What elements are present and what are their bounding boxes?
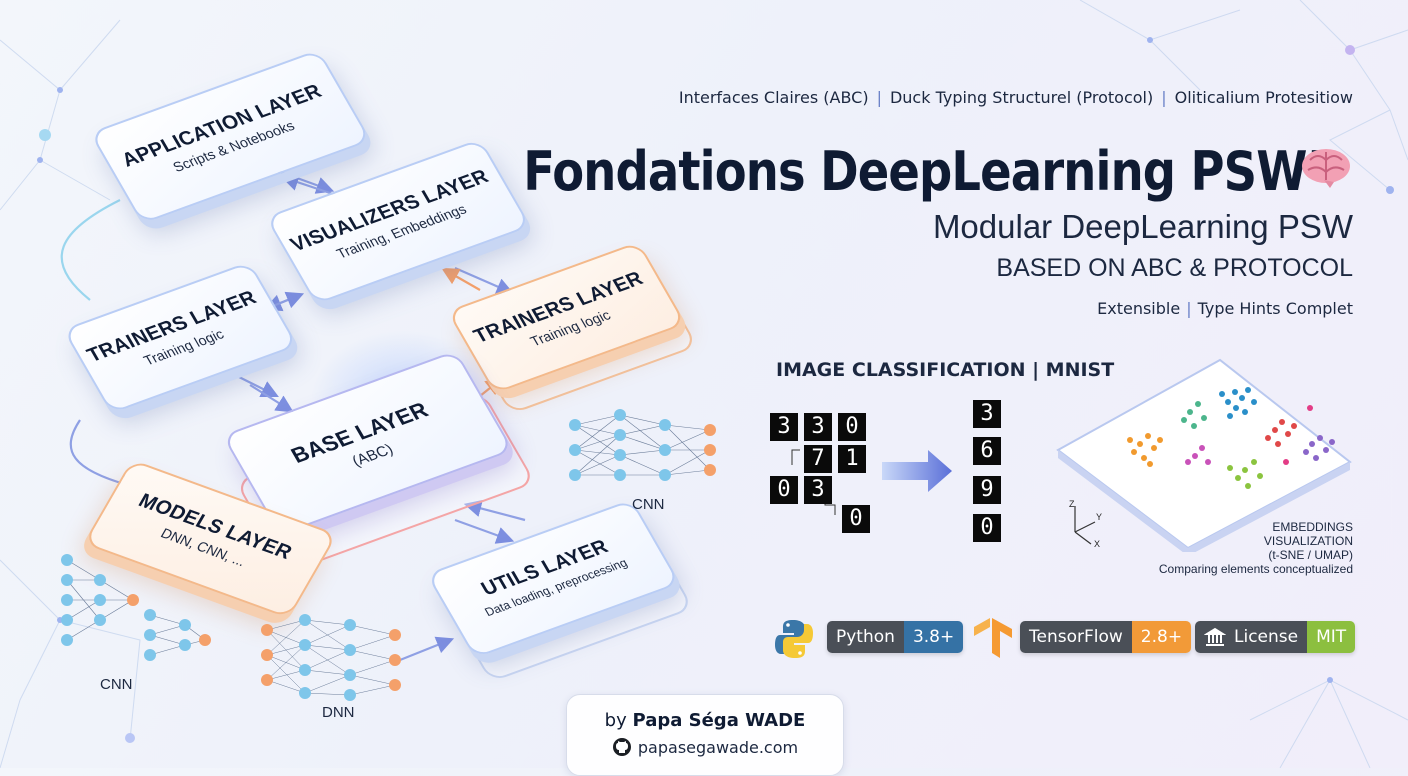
- output-digit: 0: [973, 514, 1001, 542]
- feature-protocol: Duck Typing Structurel (Protocol): [889, 88, 1154, 107]
- tensorflow-icon: [974, 618, 1012, 658]
- python-badge-version: 3.8+: [903, 621, 964, 653]
- classification-arrow-icon: [882, 450, 952, 492]
- input-digit: 7: [804, 445, 832, 473]
- output-digit: 9: [973, 476, 1001, 504]
- github-icon: [612, 738, 631, 756]
- axes-icon: [1074, 506, 1096, 545]
- feature-type-hints: Type Hints Complet: [1197, 299, 1353, 318]
- cnn-network-left: [61, 554, 211, 661]
- author-site-text: papasegawade.com: [637, 737, 799, 757]
- page-title: Fondations DeepLearning PSW’: [522, 140, 1324, 203]
- input-digit: 0: [838, 413, 866, 441]
- tensorflow-badge[interactable]: TensorFlow 2.8+: [1020, 621, 1192, 653]
- author-card: by Papa Séga WADE papasegawade.com: [566, 694, 844, 776]
- axis-y-label: Y: [1096, 512, 1103, 522]
- input-digit: 3: [804, 476, 832, 504]
- brain-icon: [1302, 149, 1350, 188]
- python-icon: [775, 620, 813, 658]
- license-badge-value: MIT: [1307, 621, 1356, 653]
- features-bottom: Extensible|Type Hints Complet: [1097, 299, 1353, 318]
- cnn-network-right: [569, 409, 716, 481]
- author-website[interactable]: papasegawade.com: [567, 737, 843, 757]
- author-prefix: by: [604, 710, 627, 731]
- feature-abc: Interfaces Claires (ABC): [678, 88, 869, 107]
- feature-extensible: Extensible: [1097, 299, 1181, 318]
- classification-title: IMAGE CLASSIFICATION | MNIST: [776, 359, 1115, 381]
- subtitle: Modular DeepLearning PSW: [932, 208, 1353, 245]
- tensorflow-badge-version: 2.8+: [1131, 621, 1192, 653]
- license-badge-label: License: [1230, 621, 1308, 653]
- license-badge[interactable]: License MIT: [1195, 621, 1356, 653]
- axis-x-label: X: [1094, 539, 1101, 549]
- license-icon: [1195, 621, 1230, 653]
- cnn-label-right: CNN: [632, 496, 665, 513]
- dnn-label: DNN: [322, 704, 355, 721]
- axis-z-label: Z: [1069, 499, 1075, 509]
- subtitle-protocol: BASED ON ABC & PROTOCOL: [996, 254, 1353, 282]
- output-digit: 3: [973, 400, 1001, 428]
- features-top: Interfaces Claires (ABC)|Duck Typing Str…: [678, 88, 1353, 107]
- python-badge[interactable]: Python 3.8+: [827, 621, 964, 653]
- cnn-label-left: CNN: [100, 676, 133, 693]
- embeddings-plot: [1056, 358, 1352, 552]
- input-digit: 3: [770, 413, 798, 441]
- input-digit: 0: [842, 505, 870, 533]
- tensorflow-badge-label: TensorFlow: [1020, 621, 1132, 653]
- feature-third: Oliticalium Protesitiow: [1174, 88, 1353, 107]
- output-digit: 6: [973, 437, 1001, 465]
- input-digit: 3: [804, 413, 832, 441]
- input-digit: 0: [770, 476, 798, 504]
- dnn-network: [261, 614, 401, 701]
- embeddings-caption: EMBEDDINGS VISUALIZATION (t-SNE / UMAP) …: [1158, 520, 1353, 576]
- author-name: Papa Séga WADE: [632, 710, 806, 731]
- python-badge-label: Python: [827, 621, 904, 653]
- input-digit: 1: [838, 445, 866, 473]
